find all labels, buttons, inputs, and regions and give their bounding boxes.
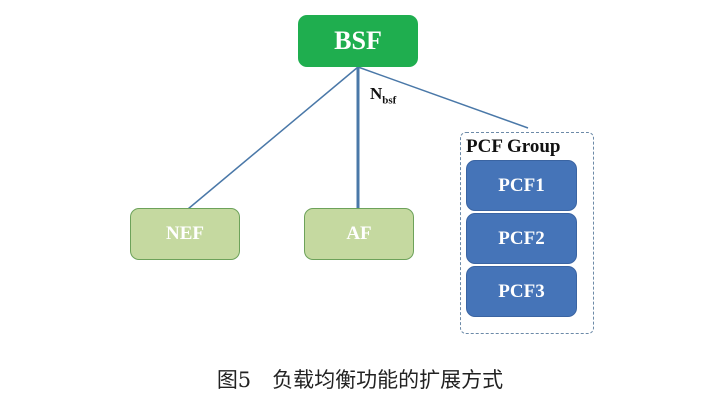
pcf1-node: PCF1	[466, 160, 577, 211]
line-bsf-nef	[187, 66, 359, 210]
nef-node: NEF	[130, 208, 240, 260]
af-node: AF	[304, 208, 414, 260]
interface-main: N	[370, 84, 383, 103]
figure-caption: 图5 负载均衡功能的扩展方式	[216, 368, 504, 392]
pcf2-node: PCF2	[466, 213, 577, 264]
pcf-group-container	[460, 132, 594, 334]
bsf-node: BSF	[298, 15, 418, 67]
line-bsf-pcf-group	[357, 66, 529, 129]
pcf3-node: PCF3	[466, 266, 577, 317]
pcf-group-label: PCF Group	[466, 136, 561, 157]
interface-sub: bsf	[382, 94, 397, 107]
nbsf-interface-label: Nbsf	[370, 84, 396, 106]
